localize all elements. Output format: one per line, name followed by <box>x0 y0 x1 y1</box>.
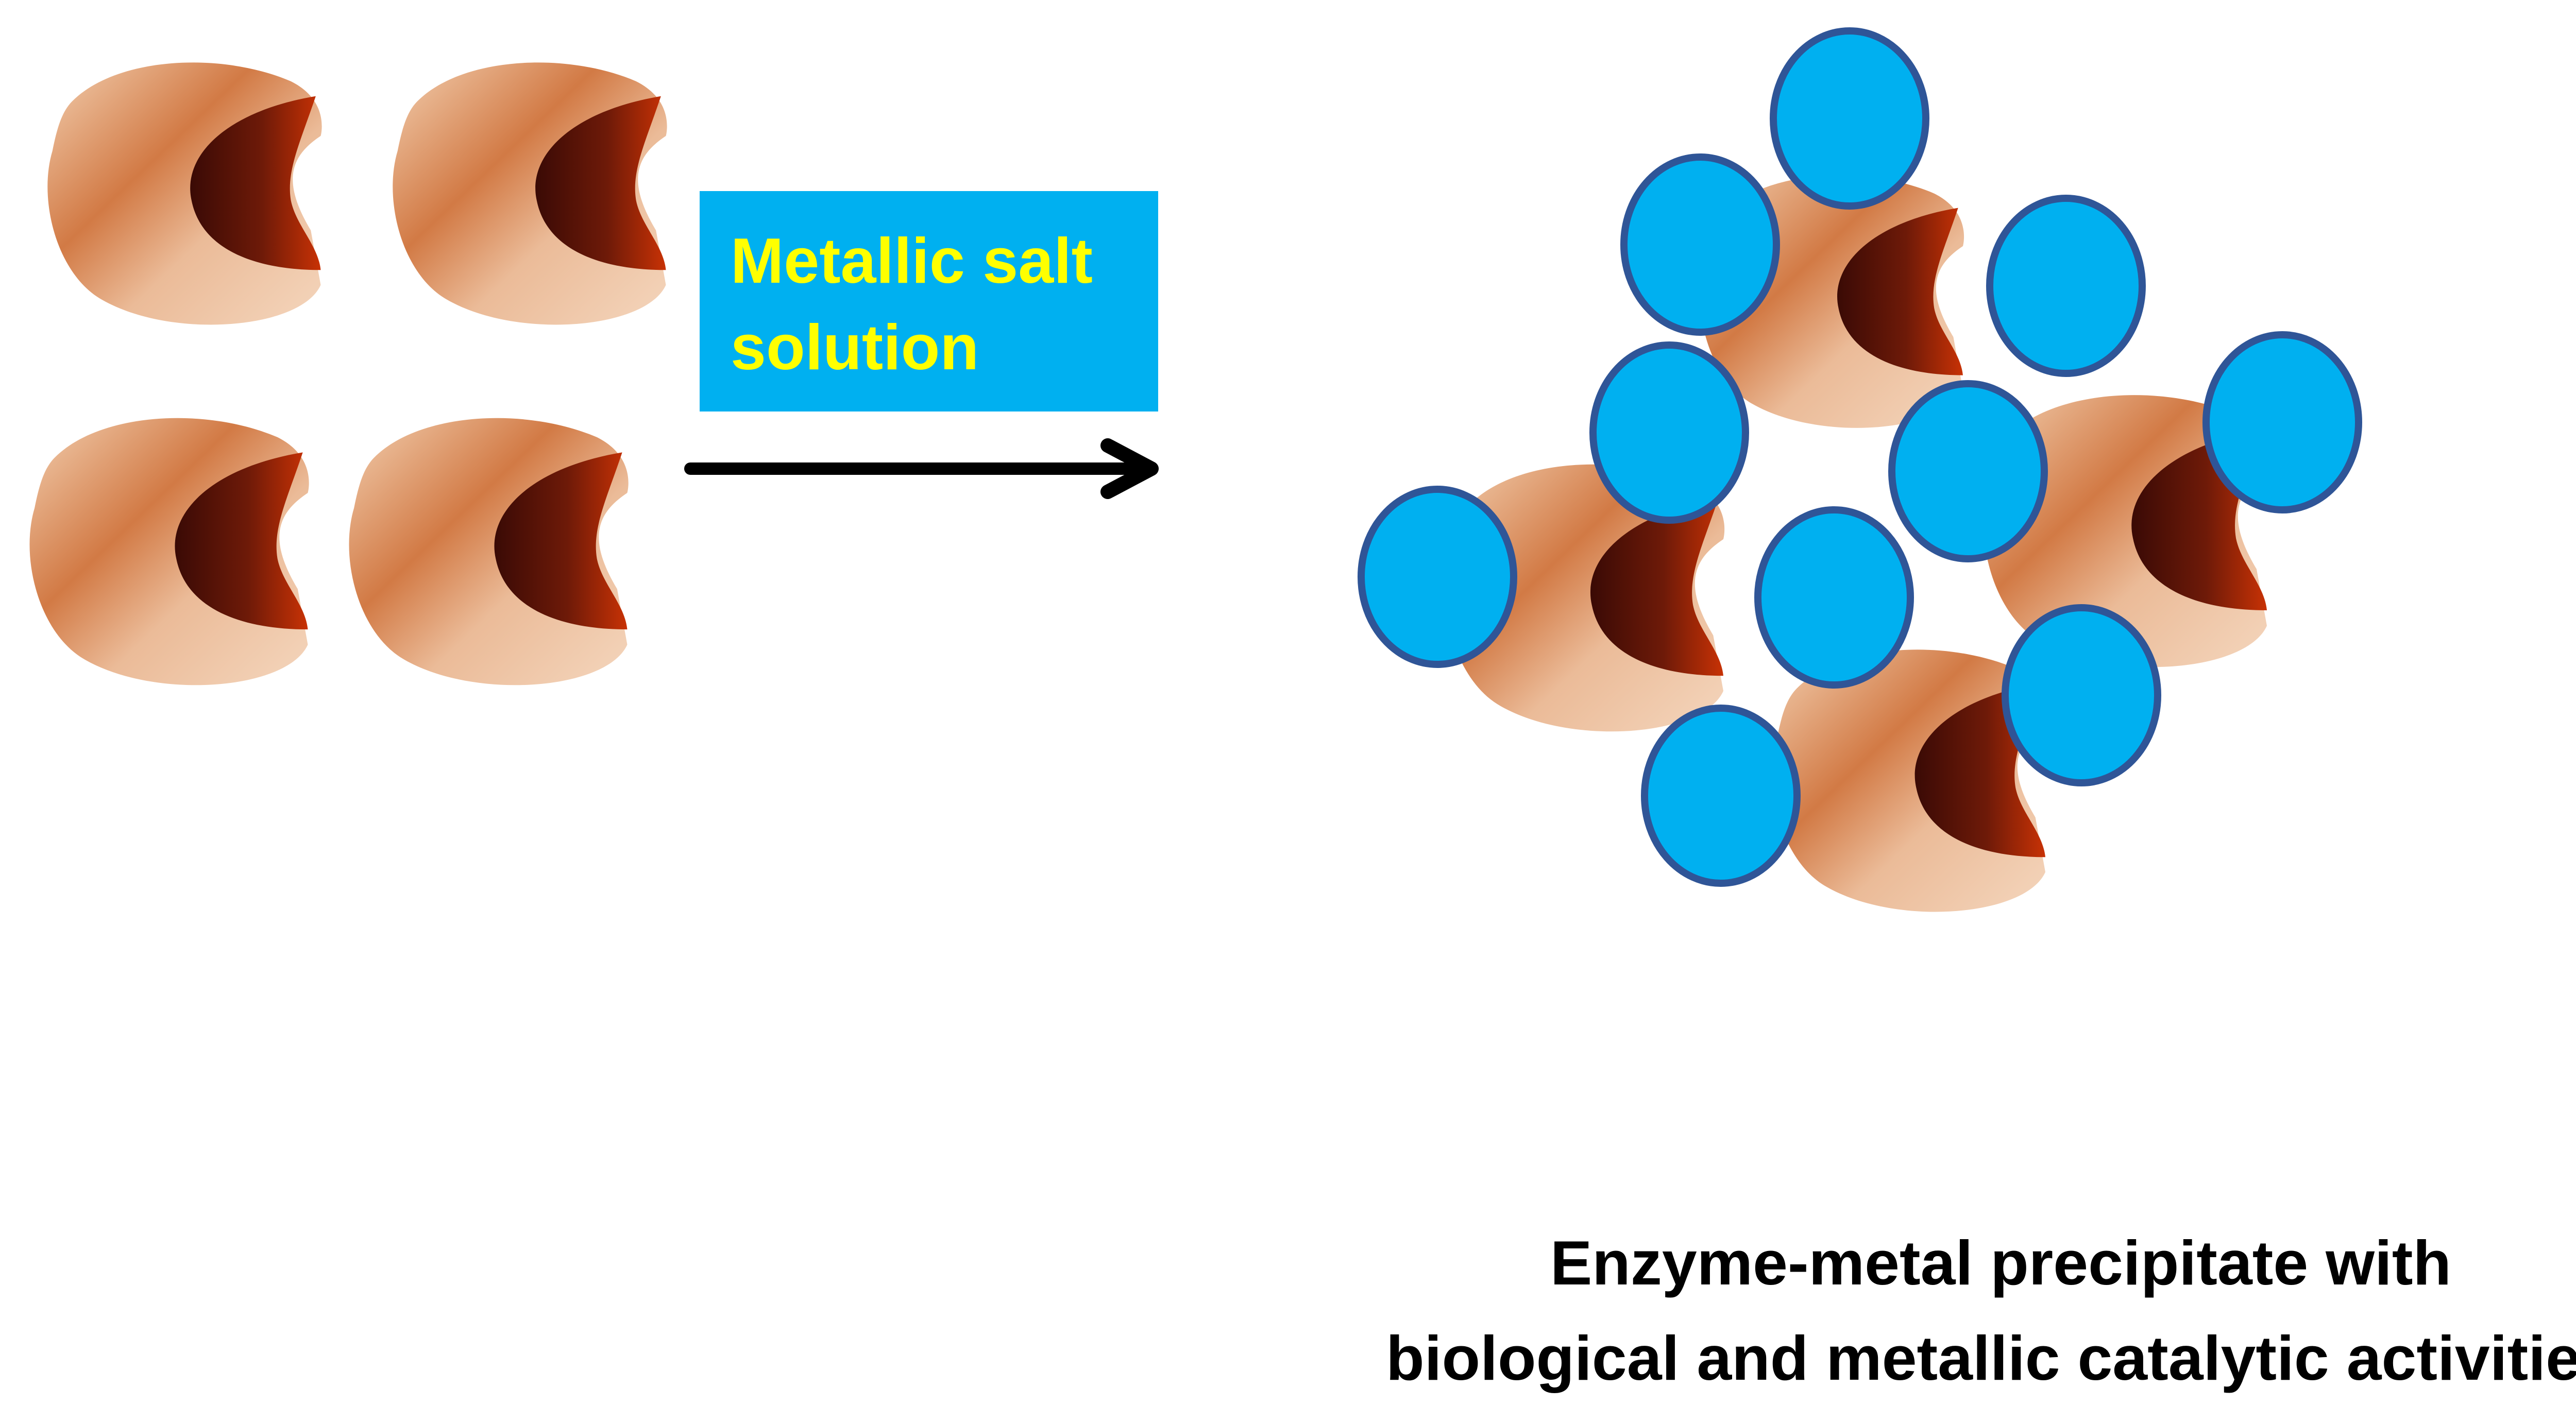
metal-particle <box>1986 195 2146 377</box>
free-enzyme <box>29 418 309 685</box>
metallic-salt-label: Metallic salt solution <box>700 191 1158 411</box>
reagent-line-1: Metallic salt <box>731 226 1093 297</box>
reaction-arrow <box>684 438 1159 499</box>
metal-particle <box>2202 331 2362 513</box>
metal-particle <box>1754 506 1914 689</box>
metal-particle <box>1641 705 1801 887</box>
caption-line-1: Enzyme-metal precipitate with <box>1550 1228 2452 1298</box>
reagent-line-2: solution <box>731 312 979 383</box>
metal-particle <box>1620 153 1780 336</box>
metal-particle <box>1888 380 2048 562</box>
metal-particle <box>1358 486 1517 668</box>
caption-line-2: biological and metallic catalytic activi… <box>1386 1323 2576 1393</box>
free-enzyme <box>349 418 629 685</box>
metal-particle <box>1589 341 1749 524</box>
metal-particle <box>2002 604 2161 786</box>
free-enzyme <box>47 62 322 325</box>
metal-particle <box>1770 27 1929 210</box>
result-caption: Enzyme-metal precipitate with biological… <box>1334 1215 2576 1406</box>
precipitate-cluster <box>1358 27 2362 912</box>
free-enzyme <box>393 62 667 325</box>
